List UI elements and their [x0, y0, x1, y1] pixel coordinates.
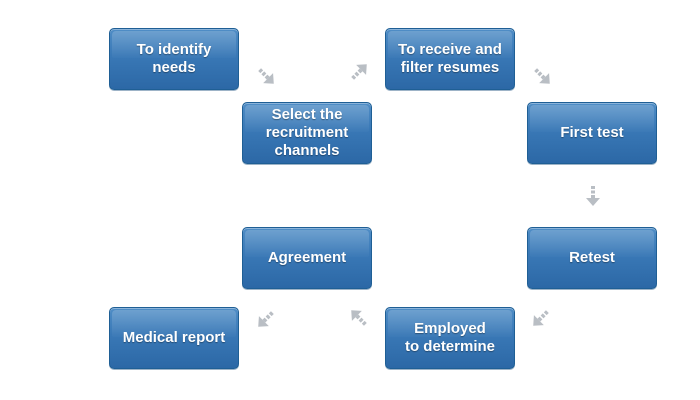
step-employed-label: Employed to determine [404, 320, 495, 355]
dashed-arrow-icon [249, 59, 283, 93]
step-retest: Retest [527, 227, 657, 289]
step-medical-report-label: Medical report [122, 329, 226, 346]
dashed-arrow-icon [524, 301, 558, 335]
step-receive-resumes: To receive and filter resumes [385, 28, 515, 90]
step-first-test-label: First test [560, 124, 624, 141]
dashed-arrow-icon [342, 55, 376, 89]
dashed-arrow-icon [342, 301, 376, 335]
dashed-arrow-icon [525, 59, 559, 93]
step-first-test: First test [527, 102, 657, 164]
step-identify-needs: To identify needs [109, 28, 239, 90]
step-identify-needs-label: To identify needs [136, 41, 212, 76]
dashed-arrow-icon [249, 302, 283, 336]
step-select-channels: Select the recruitment channels [242, 102, 372, 164]
step-receive-resumes-label: To receive and filter resumes [398, 41, 502, 76]
step-select-channels-label: Select the recruitment channels [265, 106, 349, 159]
step-agreement-label: Agreement [267, 249, 347, 266]
step-employed: Employed to determine [385, 307, 515, 369]
step-retest-label: Retest [569, 249, 615, 266]
step-medical-report: Medical report [109, 307, 239, 369]
step-agreement: Agreement [242, 227, 372, 289]
dashed-arrow-icon [581, 183, 605, 207]
